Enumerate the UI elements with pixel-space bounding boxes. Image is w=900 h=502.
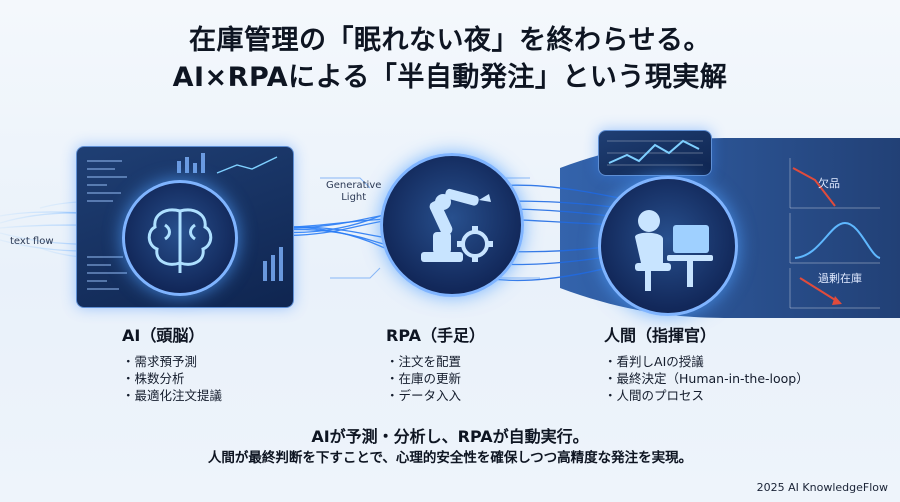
list-item: 株数分析 [122,370,222,387]
list-item: 看判しAIの授議 [604,353,809,370]
person-at-desk-icon [635,210,713,291]
summary-line-2: 人間が最終判断を下すことで、心理的安全性を確保しつつ高精度な発注を実現。 [207,450,693,466]
summary-line-1: AIが予測・分析し、RPAが自動実行。 [311,427,589,446]
column-heading: RPA（手足） [386,326,485,345]
overstock-trend [799,277,841,304]
output-chart-axes [789,158,880,309]
column-ai: AI（頭脳） 需求預予測 株数分析 最適化注文提議 [122,322,222,404]
line-chart-icon [607,139,703,166]
page-title: 在庫管理の「眠れない夜」を終わらせる。 AI×RPAによる「半自動発注」という現… [0,22,900,96]
column-human: 人間（指揮官） 看判しAIの授議 最終決定（Human-in-the-loop）… [604,322,809,404]
title-line-2: AI×RPAによる「半自動発注」という現実解 [172,62,728,93]
column-heading: AI（頭脳） [122,326,205,345]
arrow-head-icon [832,296,842,305]
flow-diagram: Generative Light text flow 欠品 過剰在庫 [0,128,900,328]
list-item: 最適化注文提議 [122,387,223,404]
shortage-trend [792,167,836,207]
human-circle [598,176,738,316]
generative-light-label: Generative Light [326,180,381,204]
robot-arm-icon [421,188,491,262]
text-flow-label: text flow [10,236,54,247]
brain-icon [147,208,213,273]
list-item: 人間のプロセス [604,387,809,404]
gear-icon [457,226,493,262]
title-line-1: 在庫管理の「眠れない夜」を終わらせる。 [189,25,711,56]
list-item: 在庫の更新 [386,370,485,387]
list-item: データ入入 [386,387,485,404]
column-rpa: RPA（手足） 注文を配置 在庫の更新 データ入入 [386,322,485,404]
bullet-list: 需求預予測 株数分析 最適化注文提議 [122,353,223,404]
generative-label-1: Generative [326,180,382,191]
list-item: 注文を配置 [386,353,485,370]
ai-circle [122,180,238,296]
output-label-shortage: 欠品 [818,177,840,190]
summary: AIが予測・分析し、RPAが自動実行。 人間が最終判断を下すことで、心理的安全性… [0,426,900,469]
generative-label-2: Light [341,192,367,203]
rpa-circle [380,153,524,297]
bullet-list: 注文を配置 在庫の更新 データ入入 [386,353,485,404]
monitor-chart-panel [598,130,712,176]
column-heading: 人間（指揮官） [604,326,717,345]
footer-credit: 2025 AI KnowledgeFlow [756,481,888,494]
output-label-overstock: 過剰在庫 [818,272,862,285]
demand-curve [794,221,881,259]
ai-panel-graphics [87,153,283,290]
list-item: 最終決定（Human-in-the-loop） [604,370,809,387]
bullet-list: 看判しAIの授議 最終決定（Human-in-the-loop） 人間のプロセス [604,353,809,404]
list-item: 需求預予測 [122,353,222,370]
